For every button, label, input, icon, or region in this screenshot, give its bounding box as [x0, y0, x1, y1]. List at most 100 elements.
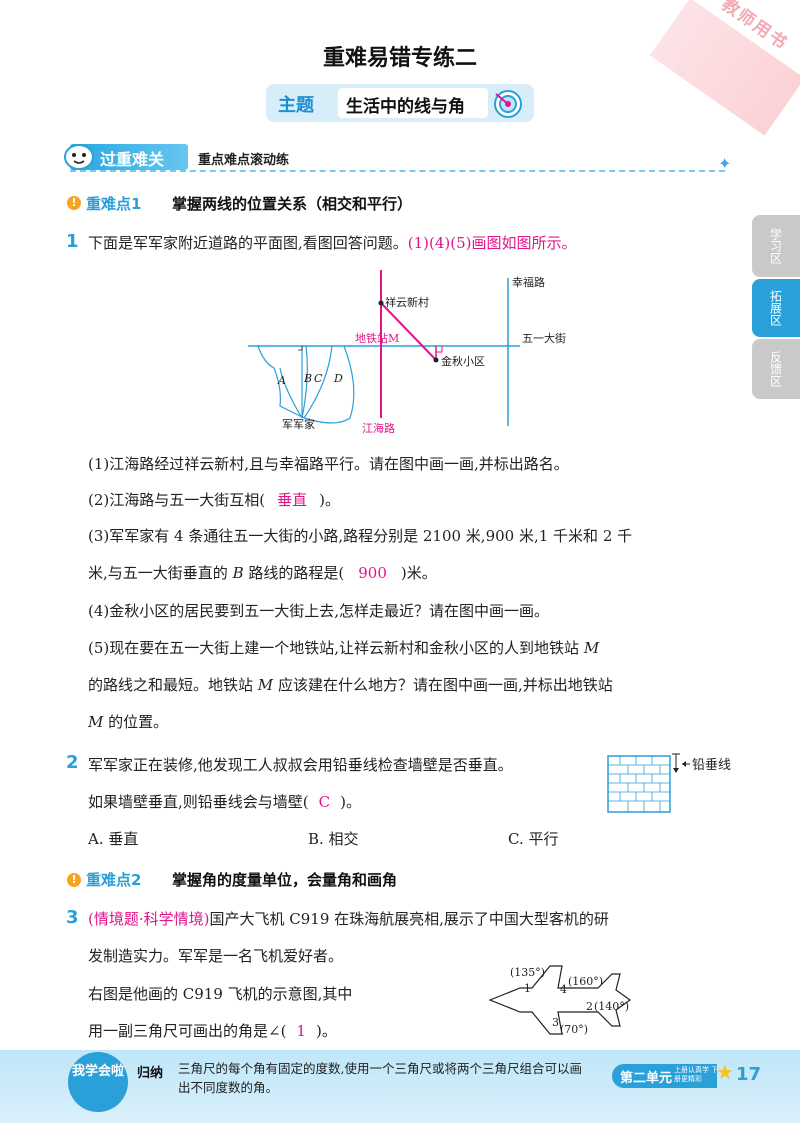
unit-slogan: 上册认真学 下册更精彩 — [674, 1066, 719, 1083]
q2-number: 2 — [66, 752, 79, 773]
q1-sub5-text-2: 的路线之和最短。地铁站 — [88, 676, 254, 694]
q3-line3: 右图是他画的 C919 飞机的示意图,其中 — [88, 985, 353, 1003]
q2-option-b: B. 相交 — [308, 830, 359, 848]
q1-answer-note: (1)(4)(5)画图如图所示。 — [407, 234, 577, 252]
label-angle1-value: (135°) — [510, 966, 545, 979]
q2-line1: 军军家正在装修,他发现工人叔叔会用铅垂线检查墙壁是否垂直。 — [88, 756, 513, 774]
label-angle3-value: (70°) — [560, 1023, 588, 1036]
footer-summary-label: 归纳 — [137, 1066, 164, 1081]
theme-title-box — [338, 88, 488, 118]
label-path-d: D — [333, 372, 343, 385]
q3-line1-text: 国产大飞机 C919 在珠海航展亮相,展示了中国大型客机的研 — [209, 910, 609, 928]
q2-line2-text: 如果墙壁垂直,则铅垂线会与墙壁( — [88, 793, 309, 811]
q2-line2: 如果墙壁垂直,则铅垂线会与墙壁( C )。 — [88, 792, 361, 812]
right-angle-mark — [436, 346, 443, 353]
q1-sub4: (4)金秋小区的居民要到五一大街上去,怎样走最近？请在图中画一画。 — [88, 602, 550, 620]
page-number: 17 — [736, 1064, 762, 1085]
q1-sub3-end: )米。 — [400, 564, 437, 582]
q1-sub5-text-3: 应该建在什么地方？请在图中画一画,并标出地铁站 — [277, 676, 613, 694]
q1-sub5-text: (5)现在要在五一大街上建一个地铁站,让祥云新村和金秋小区的人到地铁站 — [88, 639, 580, 657]
q1-sub3-line1: (3)军军家有 4 条通往五一大街的小路,路程分别是 2100 米,900 米,… — [88, 527, 633, 545]
q1-sub5-var-2: M — [257, 676, 274, 694]
label-jianghai: 江海路 — [362, 421, 395, 435]
b-right-angle-mark — [298, 346, 303, 351]
q3-line2: 发制造实力。军军是一名飞机爱好者。 — [88, 947, 344, 965]
q3-number: 3 — [66, 907, 79, 928]
label-path-c: C — [314, 372, 323, 385]
keypoint-icon: ! — [67, 873, 81, 887]
unit-box — [612, 1064, 717, 1088]
q3-plane-diagram: (135°) 1 4 (160°) 2 (140°) 3 (70°) — [488, 965, 632, 1036]
q1-sub5-var-3: M — [88, 713, 104, 731]
q3-answer: 1 — [296, 1022, 306, 1040]
label-angle2-value: (140°) — [594, 1000, 629, 1013]
label-jinqiu: 金秋小区 — [441, 354, 485, 368]
q1-sub2-text: (2)江海路与五一大街互相( — [88, 491, 266, 509]
label-plumb-line: 铅垂线 — [692, 758, 731, 773]
unit-label: 第二单元 — [620, 1071, 673, 1086]
q2-answer: C — [318, 793, 331, 811]
theme-label: 主题 — [278, 95, 314, 116]
tab-expand[interactable]: 拓展区 — [752, 279, 800, 337]
q1-sub2-end: )。 — [319, 491, 340, 509]
label-angle2: 2 — [586, 1000, 593, 1013]
label-angle3: 3 — [552, 1016, 559, 1029]
q2-line2-end: )。 — [340, 793, 361, 811]
q1-stem: 下面是军军家附近道路的平面图,看图回答问题。(1)(4)(5)画图如图所示。 — [88, 233, 577, 253]
q1-sub3-text: 米,与五一大街垂直的 — [88, 564, 228, 582]
target-icon — [494, 90, 522, 118]
q1-stem-text: 下面是军军家附近道路的平面图,看图回答问题。 — [88, 234, 408, 252]
q2-option-a: A. 垂直 — [88, 830, 139, 848]
label-path-a: A — [277, 374, 286, 387]
label-xiangyun: 祥云新村 — [385, 295, 429, 309]
tab-expand-label: 拓展区 — [768, 290, 783, 326]
q1-sub3-answer: 900 — [358, 564, 387, 582]
label-angle4: 4 — [560, 983, 567, 996]
q1-sub5-line3: M 的位置。 — [88, 712, 168, 732]
star-mascot-icon: ★ — [716, 1060, 734, 1084]
q1-sub5-line1: (5)现在要在五一大街上建一个地铁站,让祥云新村和金秋小区的人到地铁站 M — [88, 638, 599, 658]
q1-sub5-line2: 的路线之和最短。地铁站 M 应该建在什么地方？请在图中画一画,并标出地铁站 — [88, 675, 613, 695]
q1-sub5-var-1: M — [583, 639, 600, 657]
xiangyun-jinqiu-segment — [380, 302, 437, 361]
theme-title: 生活中的线与角 — [346, 97, 465, 117]
q1-sub3-line2: 米,与五一大街垂直的 B 路线的路程是( 900 )米。 — [88, 563, 437, 583]
label-wuyi: 五一大街 — [522, 331, 566, 345]
q1-sub1: (1)江海路经过祥云新村,且与幸福路平行。请在图中画一画,并标出路名。 — [88, 455, 569, 473]
q1-sub2: (2)江海路与五一大街互相(垂直)。 — [88, 490, 340, 510]
footer-summary: 三角尺的每个角有固定的度数,使用一个三角尺或将两个三角尺组合可以画出不同度数的角… — [178, 1061, 582, 1095]
q1-road-map: 幸福路 祥云新村 五一大街 地铁站M 金秋小区 江海路 军军家 A B C D — [248, 270, 566, 435]
footer-badge-text: 我学会啦 — [72, 1064, 125, 1079]
plane-outline — [488, 965, 632, 1035]
label-path-b: B — [303, 372, 312, 385]
footer-badge — [68, 1052, 128, 1112]
tab-feedback-label: 反馈区 — [768, 351, 783, 387]
star-icon: ✦ — [718, 154, 732, 173]
path-d-line — [303, 345, 333, 419]
q3-line1: (情境题·科学情境)国产大飞机 C919 在珠海航展亮相,展示了中国大型客机的研 — [88, 909, 609, 929]
mascot-icon — [64, 144, 94, 170]
q1-sub3-var: B — [232, 564, 244, 582]
q2-wall-diagram: 铅垂线 — [607, 753, 731, 813]
side-tabs: 学习区 拓展区 反馈区 — [752, 215, 800, 400]
q3-line4: 用一副三角尺可画出的角是∠(1)。 — [88, 1021, 337, 1041]
tab-feedback[interactable]: 反馈区 — [752, 339, 800, 399]
keypoint-icon: ! — [67, 196, 81, 210]
label-angle1: 1 — [524, 982, 531, 995]
keypoint2-label: 重难点2 — [86, 871, 142, 889]
path-a-line — [279, 367, 303, 419]
q3-line4-text: 用一副三角尺可画出的角是∠( — [88, 1022, 287, 1040]
q1-sub3-mid: 路线的路程是( — [248, 564, 345, 582]
q1-number: 1 — [66, 231, 79, 252]
keypoint1-title: 掌握两线的位置关系（相交和平行） — [172, 195, 413, 213]
label-metro: 地铁站M — [355, 331, 399, 345]
label-home: 军军家 — [282, 417, 315, 431]
keypoint2-title: 掌握角的度量单位，会量角和画角 — [172, 871, 398, 889]
tab-study-label: 学习区 — [768, 228, 783, 264]
tab-study[interactable]: 学习区 — [752, 215, 800, 277]
section-subtitle: 重点难点滚动练 — [198, 153, 290, 168]
section-divider — [70, 170, 725, 172]
jinqiu-point — [433, 357, 439, 363]
page-title: 重难易错专练二 — [322, 46, 477, 71]
label-xingfu: 幸福路 — [512, 275, 545, 289]
